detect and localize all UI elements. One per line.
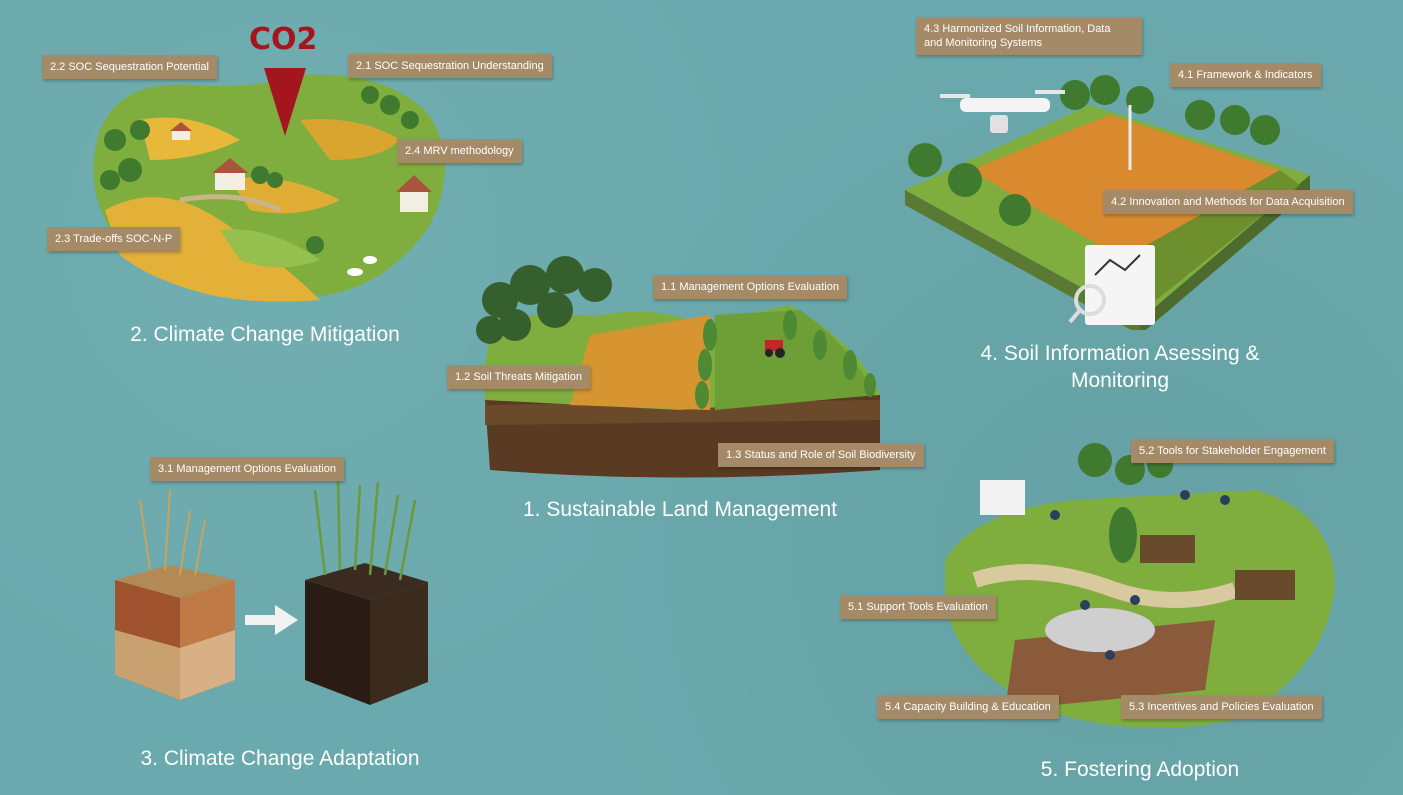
arrow-right-icon (245, 605, 298, 635)
label-4-2: 4.2 Innovation and Methods for Data Acqu… (1103, 190, 1353, 214)
title-adoption: 5. Fostering Adoption (1040, 758, 1240, 781)
label-1-1: 1.1 Management Options Evaluation (653, 275, 847, 299)
label-2-1: 2.1 SOC Sequestration Understanding (348, 54, 552, 78)
title-adaptation: 3. Climate Change Adaptation (140, 747, 420, 770)
label-5-3: 5.3 Incentives and Policies Evaluation (1121, 695, 1322, 719)
title-mitigation: 2. Climate Change Mitigation (130, 323, 400, 346)
label-4-1: 4.1 Framework & Indicators (1170, 63, 1321, 87)
mitigation-island-illustration (93, 74, 445, 302)
label-1-3: 1.3 Status and Role of Soil Biodiversity (718, 443, 924, 467)
co2-arrow-icon (264, 68, 306, 136)
label-4-3-line-1: 4.3 Harmonized Soil Information, Data (924, 23, 1111, 35)
label-5-2: 5.2 Tools for Stakeholder Engagement (1131, 439, 1334, 463)
label-4-3-line-2: and Monitoring Systems (924, 37, 1042, 49)
healthy-soil-cube (305, 479, 428, 705)
label-3-1: 3.1 Management Options Evaluation (150, 457, 344, 481)
label-2-4: 2.4 MRV methodology (397, 139, 522, 163)
label-5-4: 5.4 Capacity Building & Education (877, 695, 1059, 719)
drone-icon (940, 90, 1065, 133)
label-4-3: 4.3 Harmonized Soil Information, Data an… (916, 17, 1142, 55)
title-monitoring: 4. Soil Information Asessing & Monitorin… (940, 340, 1300, 394)
title-monitoring-line-2: Monitoring (1070, 369, 1170, 392)
adaptation-illustration (115, 479, 428, 705)
title-monitoring-line-1: 4. Soil Information Asessing & (980, 342, 1260, 365)
label-1-2: 1.2 Soil Threats Mitigation (447, 365, 590, 389)
label-2-2: 2.2 SOC Sequestration Potential (42, 55, 217, 79)
co2-marker: CO2 (249, 22, 318, 57)
title-land-management: 1. Sustainable Land Management (522, 498, 838, 521)
report-clipboard-icon (1068, 245, 1155, 325)
label-2-3: 2.3 Trade-offs SOC-N-P (47, 227, 181, 251)
adoption-illustration (945, 443, 1335, 728)
label-5-1: 5.1 Support Tools Evaluation (840, 595, 996, 619)
dry-soil-cube (115, 489, 235, 700)
